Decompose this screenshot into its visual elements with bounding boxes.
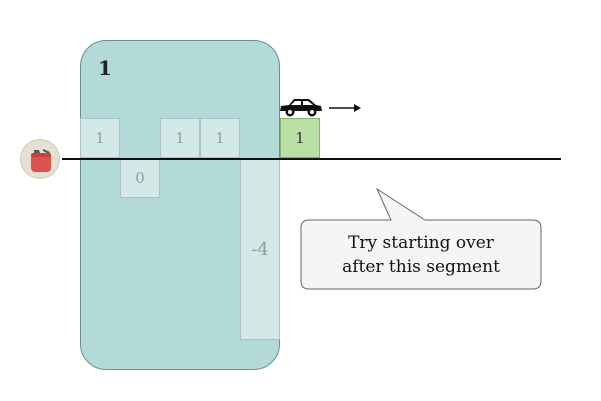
callout-line-1: Try starting over [348, 232, 494, 253]
current-cell-value: 1 [295, 129, 305, 147]
cell-4: 1 [200, 118, 240, 158]
car-icon [280, 99, 322, 117]
current-cell: 1 [280, 118, 320, 158]
callout-line-2: after this segment [342, 256, 500, 277]
cell-3: 1 [160, 118, 200, 158]
segment-group-sum: 1 [98, 56, 112, 80]
cell-1: 1 [80, 118, 120, 158]
cell-2-value: 0 [135, 169, 145, 187]
callout-text: Try starting over after this segment [301, 220, 541, 289]
fuel-station-marker [20, 139, 60, 179]
arrow-right-icon [329, 104, 361, 112]
track-line [62, 158, 561, 160]
cell-5: -4 [240, 158, 280, 340]
cell-3-value: 1 [175, 129, 185, 147]
fuel-can-icon [31, 149, 51, 172]
cell-1-value: 1 [95, 129, 105, 147]
cell-5-value: -4 [251, 238, 269, 260]
cell-4-value: 1 [215, 129, 225, 147]
